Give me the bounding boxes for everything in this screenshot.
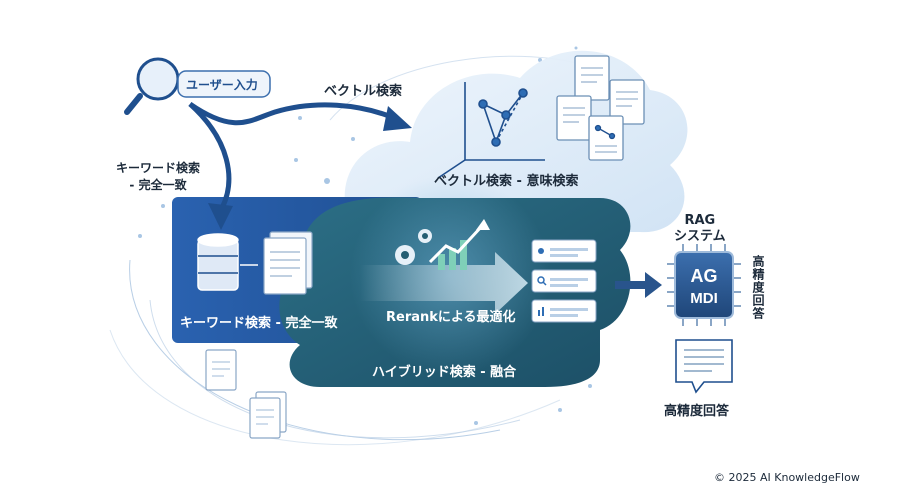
rag-chip-line1: AG — [691, 266, 718, 286]
cloud-documents-icon — [556, 55, 645, 161]
rerank-sweep-arrow — [360, 252, 528, 314]
user-to-keyword-arrow — [188, 102, 232, 210]
answer-label: 高精度回答 — [664, 404, 730, 419]
user-to-keyword-arrowhead — [208, 203, 233, 230]
magnifier-icon — [124, 57, 180, 115]
keyword-search-arrow-label: キーワード検索 - 完全一致 — [116, 161, 201, 192]
rag-system-label: RAG システム — [674, 213, 726, 244]
loose-documents-icon — [205, 349, 287, 439]
to-rag-arrow — [615, 272, 662, 298]
user-input-label: ユーザー入力 — [186, 78, 258, 92]
keyword-documents-icon — [263, 231, 313, 295]
gears-icon — [395, 229, 432, 265]
rag-chip-line2: MDI — [690, 290, 718, 307]
keyword-box-label: キーワード検索 - 完全一致 — [180, 316, 338, 331]
growth-chart-icon — [428, 219, 490, 270]
answer-document-icon — [675, 339, 733, 394]
ranked-results-panel — [531, 239, 597, 323]
rag-chip-icon — [667, 244, 741, 326]
user-to-vector-arrowhead — [383, 106, 412, 131]
vector-cloud-label: ベクトル検索 - 意味検索 — [434, 174, 579, 189]
vector-search-arrow-label: ベクトル検索 — [324, 84, 403, 99]
vector-graph-icon — [437, 82, 545, 179]
user-input-pill — [177, 70, 271, 98]
copyright-footer: © 2025 AI KnowledgeFlow — [714, 471, 860, 484]
database-icon — [197, 233, 239, 291]
hybrid-search-label: ハイブリッド検索 - 融合 — [372, 365, 517, 380]
rerank-label: Rerankによる最適化 — [386, 310, 516, 325]
rag-side-label: 高精度回答 — [751, 255, 765, 320]
user-to-vector-arrow — [188, 101, 395, 126]
